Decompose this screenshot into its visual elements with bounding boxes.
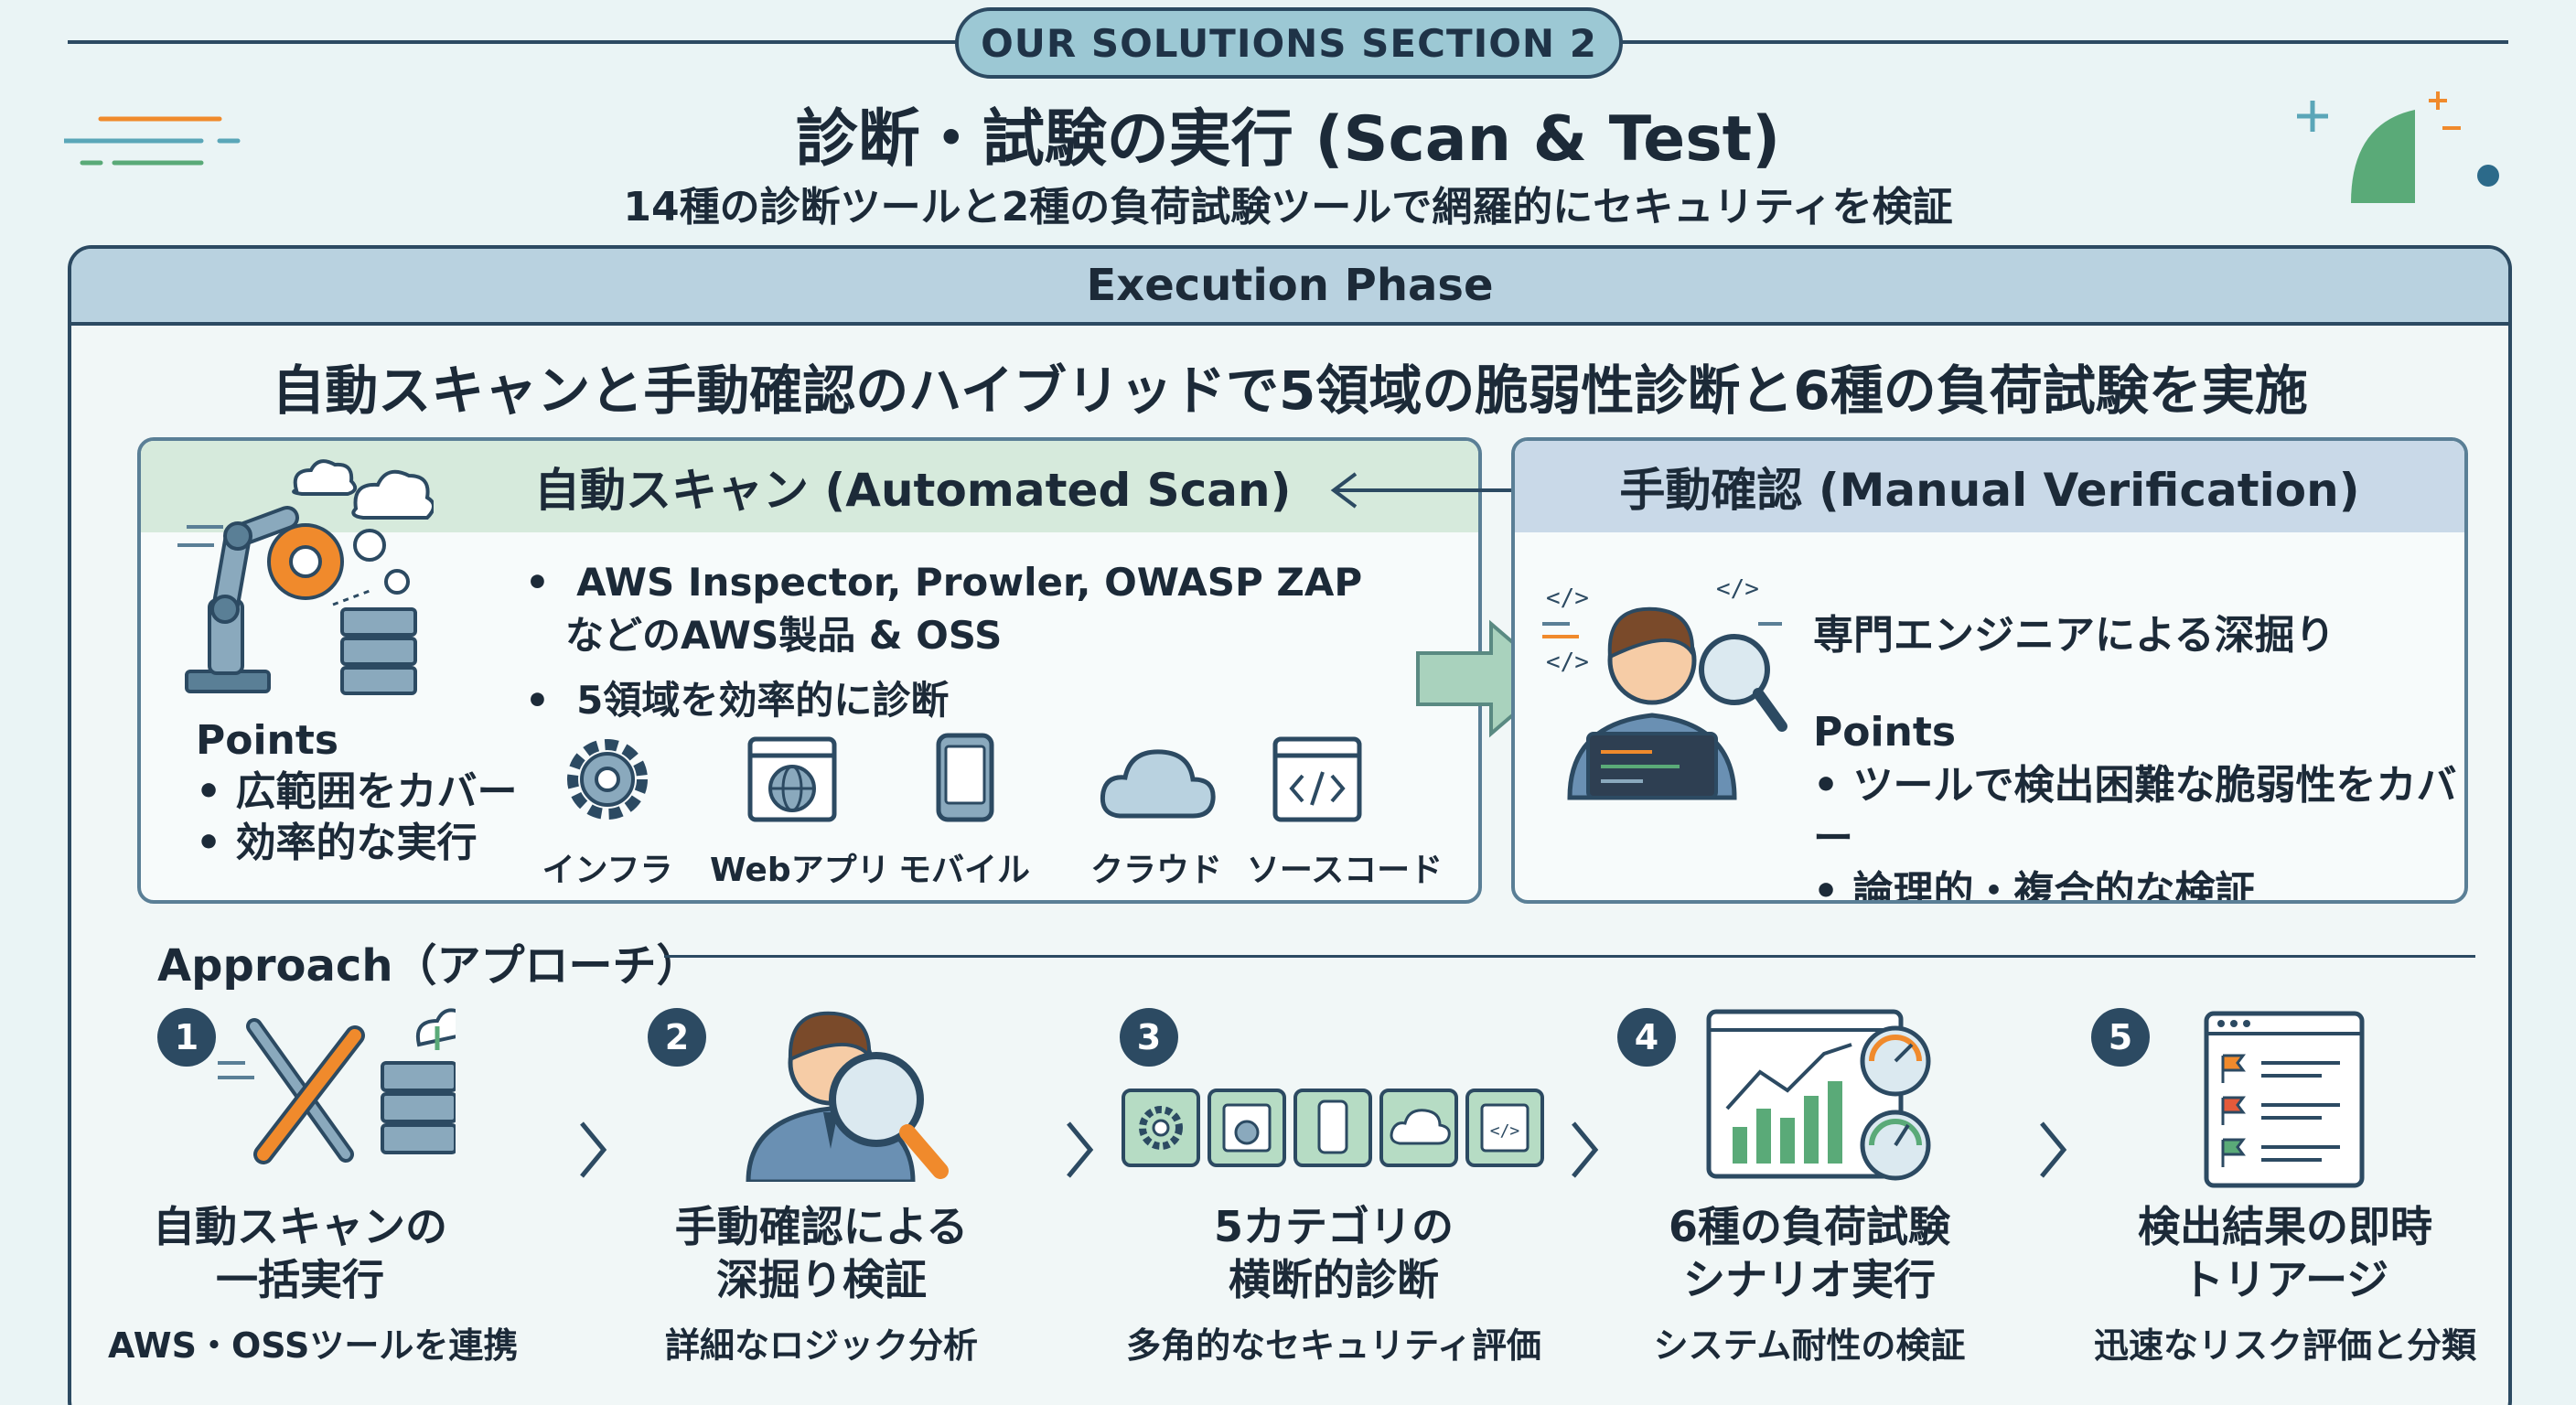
step-1-desc: AWS・OSSツールを連携 [108, 1325, 519, 1366]
svg-text:</>: </> [1716, 575, 1759, 603]
person-magnifier-icon [746, 1011, 949, 1182]
step-3-desc: 多角的なセキュリティ評価 [1126, 1325, 1541, 1366]
page-title: 診断・試験の実行 (Scan & Test) [795, 103, 1781, 176]
step-chevron-4-icon [2040, 1121, 2067, 1178]
phase-header: Execution Phase [71, 249, 2508, 326]
load-test-chart-icon [1706, 1009, 1931, 1181]
step-3-number: 3 [1120, 1008, 1178, 1067]
execution-phase-panel: Execution Phase 自動スキャンと手動確認のハイブリッドで5領域の脆… [68, 245, 2512, 1405]
step-5-number: 5 [2091, 1008, 2150, 1067]
manual-point-2: • 論理的・複合的な検証 [1813, 868, 2256, 904]
section-badge: OUR SOLUTIONS SECTION 2 [955, 7, 1623, 79]
engineer-magnifier-icon: </> </> </> [1542, 575, 1787, 800]
step-3-title: 5カテゴリの 横断的診断 [1151, 1200, 1517, 1306]
step-3-title-line2: 横断的診断 [1229, 1255, 1439, 1304]
step-4-title-line2: シナリオ実行 [1683, 1255, 1936, 1304]
step-4-title: 6種の負荷試験 シナリオ実行 [1626, 1200, 1992, 1306]
step-2-title-line2: 深掘り検証 [716, 1255, 927, 1304]
source-code-icon [1272, 736, 1362, 822]
header-rule-left [68, 40, 957, 44]
step-2-desc: 詳細なロジック分析 [664, 1325, 978, 1366]
step-3-title-line1: 5カテゴリの [1213, 1202, 1454, 1251]
step-5-desc: 迅速なリスク評価と分類 [2093, 1325, 2476, 1366]
approach-title: Approach（アプローチ） [157, 940, 701, 992]
automated-scan-title: 自動スキャン (Automated Scan) [534, 464, 1292, 517]
step-4-title-line1: 6種の負荷試験 [1668, 1202, 1950, 1251]
automated-points: Points • 広範囲をカバー • 効率的な実行 [196, 715, 517, 869]
category-label-source: ソースコード [1246, 852, 1444, 889]
decor-shapes-icon [2297, 91, 2499, 203]
tools-server-icon [218, 1008, 456, 1164]
infra-gear-icon [567, 739, 648, 820]
step-2-title-line1: 手動確認による [674, 1202, 969, 1251]
manual-verification-title: 手動確認 (Manual Verification) [1619, 464, 2360, 517]
step-2-number: 2 [648, 1008, 706, 1067]
svg-text:</>: </> [1546, 649, 1589, 676]
automated-bullet-1-line1: AWS Inspector, Prowler, OWASP ZAP [576, 560, 1363, 605]
step-1-title-line1: 自動スキャンの [153, 1202, 447, 1251]
robot-arm-icon [177, 459, 434, 695]
manual-description: 専門エンジニアによる深掘り [1813, 612, 2335, 659]
step-1-number: 1 [157, 1008, 216, 1067]
decor-lines-icon [64, 116, 241, 166]
phase-headline: 自動スキャンと手動確認のハイブリッドで5領域の脆弱性診断と6種の負荷試験を実施 [272, 359, 2308, 422]
manual-verification-card: 手動確認 (Manual Verification) </> </> </> 専… [1511, 437, 2468, 904]
page-subtitle: 14種の診断ツールと2種の負荷試験ツールで網羅的にセキュリティを検証 [623, 184, 1953, 231]
step-chevron-1-icon [580, 1121, 607, 1178]
step-1-title: 自動スキャンの 一括実行 [117, 1200, 483, 1306]
category-label-infra: インフラ [542, 852, 673, 889]
automated-point-2: • 効率的な実行 [196, 820, 478, 866]
automated-point-1: • 広範囲をカバー [196, 768, 518, 815]
automated-scan-card: 自動スキャン (Automated Scan) • [137, 437, 1482, 904]
automated-bullet-2: • 5領域を効率的に診断 [525, 678, 950, 723]
cloud-icon [1100, 749, 1216, 819]
automated-bullet-2-text: 5領域を効率的に診断 [576, 678, 950, 723]
step-4-desc: システム耐性の検証 [1653, 1325, 1966, 1366]
manual-points-title: Points [1813, 709, 1957, 756]
automated-bullet-1: • AWS Inspector, Prowler, OWASP ZAP などのA… [525, 560, 1363, 658]
manual-point-1: • ツールで検出困難な脆弱性をカバー [1813, 762, 2457, 862]
category-label-cloud: クラウド [1089, 852, 1222, 889]
step-2-title: 手動確認による 深掘り検証 [639, 1200, 1004, 1306]
header-rule-right [1621, 40, 2508, 44]
step-5-title: 検出結果の即時 トリアージ [2102, 1200, 2468, 1306]
step-1-title-line2: 一括実行 [216, 1255, 384, 1304]
manual-verification-header: 手動確認 (Manual Verification) [1515, 441, 2464, 532]
step-chevron-2-icon [1067, 1121, 1094, 1178]
mobile-phone-icon [936, 733, 994, 822]
step-5-title-line1: 検出結果の即時 [2138, 1202, 2432, 1251]
step-5-title-line2: トリアージ [2181, 1255, 2389, 1304]
web-browser-icon [747, 736, 837, 822]
step-chevron-3-icon [1572, 1121, 1599, 1178]
five-categories-icon: </> [1122, 1089, 1544, 1167]
approach-rule [664, 955, 2475, 958]
triage-list-icon [2204, 1011, 2365, 1188]
manual-points: Points • ツールで検出困難な脆弱性をカバー • 論理的・複合的な検証 [1813, 706, 2464, 904]
automated-points-title: Points [196, 717, 339, 764]
category-label-web: Webアプリ [710, 852, 890, 889]
svg-text:</>: </> [1546, 585, 1589, 612]
svg-text:</>: </> [1490, 1121, 1520, 1141]
category-label-mobile: モバイル [897, 852, 1030, 889]
step-4-number: 4 [1617, 1008, 1676, 1067]
automated-bullet-1-line2: などのAWS製品 & OSS [565, 613, 1003, 658]
